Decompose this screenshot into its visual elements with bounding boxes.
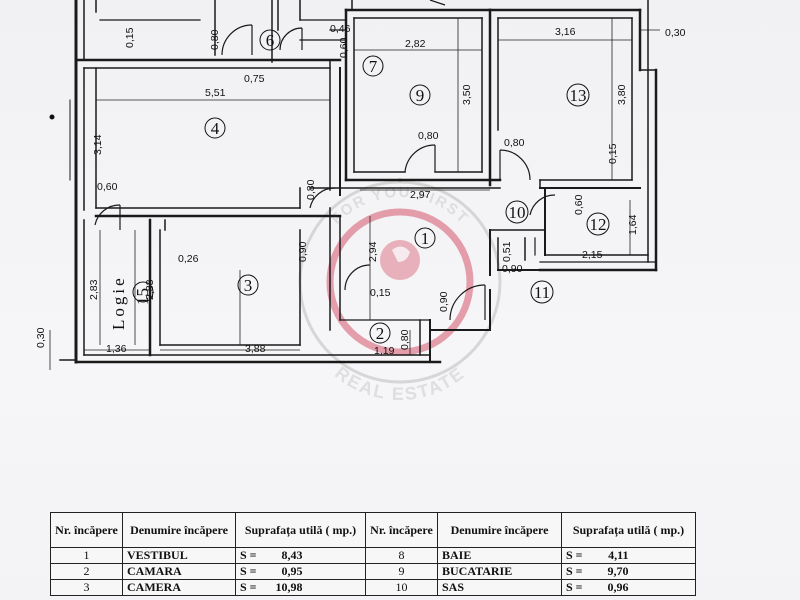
dim-label: 2,82	[405, 38, 426, 50]
dim-label: 0,80	[305, 179, 317, 200]
room-markers: 1 2 3 4 6 7 9	[204, 29, 610, 344]
cell-nr: 10	[365, 579, 438, 596]
cell-name: BUCATARIE	[437, 563, 562, 580]
dim-label: 5,51	[205, 87, 226, 99]
room-marker-10: 10	[505, 200, 529, 224]
margin-dot	[49, 114, 55, 120]
dim-label: 0,60	[338, 37, 350, 58]
table-row: 3 CAMERA S =10,98 10 SAS S =0,96	[50, 579, 696, 596]
dim-label: 1,19	[374, 345, 395, 357]
dim-label: 0,80	[504, 137, 525, 149]
dim-label: 0,15	[607, 143, 619, 164]
room-marker-1: 1	[414, 227, 436, 249]
svg-text:6: 6	[266, 31, 275, 50]
svg-text:1: 1	[421, 229, 430, 248]
svg-text:3: 3	[244, 276, 253, 295]
cell-nr: 8	[365, 547, 438, 564]
room-marker-7: 7	[362, 55, 384, 77]
cell-nr: 3	[50, 579, 123, 596]
cell-area: S =0,96	[561, 579, 696, 596]
dim-label: 3,14	[92, 134, 104, 155]
dim-label: 1,64	[627, 214, 639, 235]
svg-text:2: 2	[376, 324, 385, 343]
svg-text:10: 10	[509, 203, 526, 222]
room-area-table: Nr. încăpere Denumire încăpere Suprafața…	[50, 512, 696, 596]
cell-area: S =4,11	[561, 547, 696, 564]
dim-label: 0,90	[438, 291, 450, 312]
dim-label: 3,80	[616, 84, 628, 105]
room-marker-12: 12	[586, 212, 610, 236]
svg-text:7: 7	[369, 57, 378, 76]
svg-text:13: 13	[570, 86, 587, 105]
cell-name: VESTIBUL	[122, 547, 236, 564]
room-marker-6: 6	[259, 29, 281, 51]
dim-label: 0,26	[178, 253, 199, 265]
table-row: 1 VESTIBUL S =8,43 8 BAIE S =4,11	[50, 547, 696, 564]
header-nr-right: Nr. încăpere	[365, 512, 438, 548]
dim-label: 0,90	[502, 263, 523, 275]
cell-nr: 2	[50, 563, 123, 580]
room-marker-3: 3	[237, 274, 259, 296]
door-swings	[94, 0, 556, 321]
table-header-row: Nr. încăpere Denumire încăpere Suprafața…	[50, 512, 696, 548]
dim-label: 3,50	[461, 84, 473, 105]
cell-name: BAIE	[437, 547, 562, 564]
logie-label-group: Logie 15	[109, 275, 154, 330]
dim-label: 1,36	[106, 343, 127, 355]
dim-label: 0,80	[399, 329, 411, 350]
header-suprafata-left: Suprafața utilă ( mp.)	[235, 512, 366, 548]
dim-label: 3,16	[555, 26, 576, 38]
svg-text:12: 12	[590, 215, 607, 234]
dim-label: 0,80	[418, 130, 439, 142]
cell-area: S =8,43	[235, 547, 366, 564]
logie-label: Logie	[109, 275, 128, 330]
logie-number: 15	[133, 288, 152, 305]
cell-name: SAS	[437, 579, 562, 596]
dim-label: 0,60	[573, 194, 585, 215]
dim-label: 3,88	[245, 343, 266, 355]
cell-area: S =10,98	[235, 579, 366, 596]
dim-label: 0,30	[665, 27, 686, 39]
dimension-lines	[49, 18, 660, 370]
cell-name: CAMERA	[122, 579, 236, 596]
dim-label: 0,75	[244, 73, 265, 85]
svg-text:4: 4	[211, 119, 220, 138]
dim-label: 2,15	[582, 249, 603, 261]
dim-label: 2,94	[367, 241, 379, 262]
header-suprafata-right: Suprafața utilă ( mp.)	[561, 512, 696, 548]
room-marker-2: 2	[369, 322, 391, 344]
cell-area: S =0,95	[235, 563, 366, 580]
dim-label: 2,83	[88, 279, 100, 300]
svg-text:11: 11	[534, 283, 550, 302]
dim-label: 0,46	[330, 23, 351, 35]
cell-name: CAMARA	[122, 563, 236, 580]
dim-label: 0,60	[97, 181, 118, 193]
dim-label: 0,80	[209, 29, 221, 50]
header-nr-left: Nr. încăpere	[50, 512, 123, 548]
cell-area: S =9,70	[561, 563, 696, 580]
room-marker-13: 13	[566, 83, 590, 107]
table-row: 2 CAMARA S =0,95 9 BUCATARIE S =9,70	[50, 563, 696, 580]
cell-nr: 1	[50, 547, 123, 564]
room-marker-11: 11	[530, 280, 554, 304]
dimension-labels: 0,15 0,80 0,46 0,60 2,82 3,16 0,30 0,75 …	[35, 23, 686, 357]
dim-label: 0,51	[501, 241, 513, 262]
floor-plan-drawing: FOR YOU FIRST REAL ESTATE	[35, 0, 686, 404]
svg-text:9: 9	[416, 86, 425, 105]
dim-label: 2,97	[410, 189, 431, 201]
cell-nr: 9	[365, 563, 438, 580]
walls	[59, 0, 658, 364]
dim-label: 0,15	[124, 27, 136, 48]
dim-label: 0,90	[297, 241, 309, 262]
room-marker-4: 4	[204, 117, 226, 139]
room-marker-9: 9	[409, 84, 431, 106]
dim-label: 0,30	[35, 327, 47, 348]
header-denumire-left: Denumire încăpere	[122, 512, 236, 548]
header-denumire-right: Denumire încăpere	[437, 512, 562, 548]
dim-label: 0,15	[370, 287, 391, 299]
